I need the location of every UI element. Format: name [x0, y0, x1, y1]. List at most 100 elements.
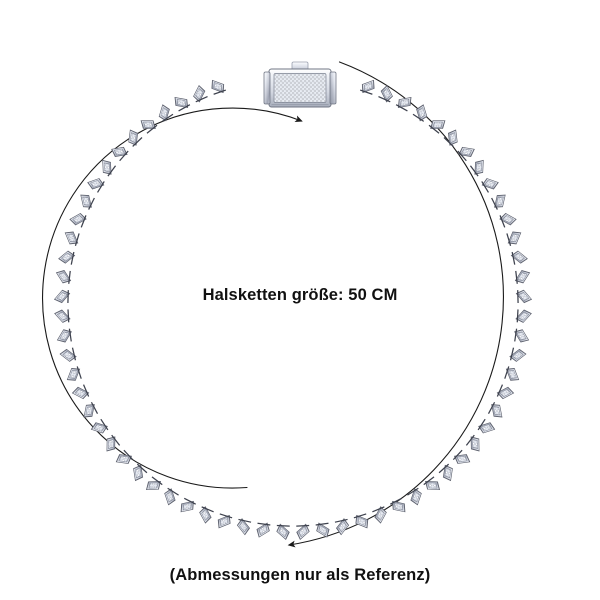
chain-link-seam: [178, 104, 191, 112]
chain-link-seam: [477, 418, 486, 431]
chain-link-seam: [423, 476, 435, 486]
chain-link-pave: [143, 121, 154, 128]
reference-caption: (Abmessungen nur als Referenz): [169, 566, 431, 584]
chain-link: [378, 85, 393, 103]
chain-link: [515, 289, 533, 304]
chain-link: [395, 97, 412, 112]
chain-link-seam: [257, 522, 271, 526]
chain-link-pave: [113, 148, 125, 156]
chain-link: [180, 497, 197, 513]
chain-link-seam: [71, 347, 77, 361]
chain-link: [193, 85, 208, 103]
clasp-right-collar: [329, 71, 337, 105]
chain-link: [412, 104, 428, 122]
chain-link-pave: [376, 509, 385, 521]
chain-link: [87, 178, 105, 193]
chain-link: [509, 347, 527, 362]
chain-link: [256, 522, 271, 538]
chain-link: [59, 347, 77, 362]
chain-link-seam: [146, 124, 158, 134]
chain-link-seam: [74, 233, 80, 246]
chain-link-pave: [160, 107, 168, 119]
chain-link-seam: [238, 518, 252, 523]
chain-link-seam: [506, 233, 512, 246]
chain-link-seam: [67, 309, 70, 323]
chain-link-seam: [491, 197, 498, 210]
chain-link-pave: [74, 388, 87, 397]
chain-link-seam: [132, 137, 143, 147]
chain-link: [423, 476, 440, 490]
chain-link-seam: [195, 96, 208, 103]
chain-link-seam: [276, 524, 290, 527]
chain-link-pave: [461, 148, 473, 156]
chain-link-seam: [76, 366, 82, 379]
chain-link-pave: [481, 424, 493, 432]
chain-link-seam: [111, 434, 121, 446]
chain-link-pave: [58, 272, 69, 282]
chain-link-pave: [444, 467, 452, 479]
chain-link-pave: [508, 370, 517, 379]
chain-ring: [53, 79, 533, 541]
inner-measure-arc: [42, 107, 303, 489]
chain-link: [457, 146, 475, 162]
chain-link-pave: [56, 311, 68, 321]
chain-link: [199, 506, 214, 524]
chain-link-seam: [511, 251, 516, 265]
chain-link: [66, 366, 82, 381]
chain-link: [102, 159, 117, 177]
chain-link: [465, 434, 480, 452]
chain-link-pave: [318, 525, 328, 536]
chain-link: [128, 129, 143, 147]
chain-link: [58, 250, 76, 265]
chain-link-seam: [151, 476, 163, 486]
chain-link-pave: [449, 132, 456, 143]
chain-link: [276, 523, 290, 541]
chain-link-seam: [481, 181, 489, 193]
chain-link: [211, 79, 227, 95]
chain-link-seam: [372, 506, 385, 513]
chain-link: [158, 104, 174, 122]
chain-link: [514, 270, 531, 284]
chain-link: [71, 384, 90, 400]
chain-link: [236, 518, 252, 536]
chain-link-pave: [239, 520, 248, 533]
chain-link-pave: [258, 525, 268, 536]
chain-link-pave: [103, 162, 110, 173]
chain-link: [53, 289, 71, 304]
chain-link-pave: [499, 388, 512, 397]
chain-link-pave: [201, 509, 210, 521]
chain-link-pave: [513, 252, 525, 262]
chain-link-pave: [93, 424, 105, 432]
chain-link-seam: [88, 197, 95, 210]
chain-link-pave: [400, 98, 410, 107]
chain-link-seam: [516, 309, 519, 323]
chain-link-seam: [469, 165, 479, 177]
chain-link: [315, 522, 330, 538]
chain-link: [55, 270, 72, 284]
chain-link-pave: [456, 455, 468, 463]
chain-link-seam: [389, 497, 403, 505]
chain-link-seam: [465, 434, 475, 446]
chain-link: [407, 487, 422, 506]
chain-link-seam: [70, 251, 75, 265]
chain-link: [477, 418, 496, 434]
chain-link: [56, 328, 72, 343]
chain-link: [438, 463, 453, 482]
chain-link-pave: [85, 406, 93, 416]
chain-link: [106, 434, 121, 452]
chain-link-pave: [338, 520, 347, 533]
chain-link-seam: [378, 96, 391, 103]
chain-link: [146, 476, 163, 490]
chain-link-pave: [518, 311, 530, 321]
chain-link-pave: [59, 331, 70, 341]
chain-link: [496, 384, 515, 400]
chain-link-pave: [298, 526, 308, 538]
chain-link: [217, 513, 233, 529]
chain-link-pave: [130, 132, 137, 143]
chain-link-pave: [517, 272, 528, 282]
chain-link-pave: [509, 233, 519, 243]
chain-link-seam: [68, 270, 71, 284]
chain-link-pave: [516, 331, 527, 341]
clasp-pave-face: [273, 73, 327, 103]
